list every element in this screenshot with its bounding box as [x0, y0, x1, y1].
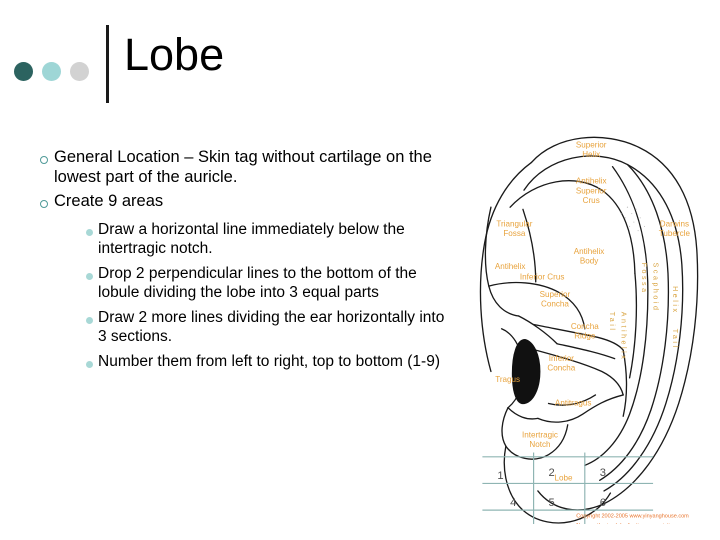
- label-antihelix-superior-crus: Superior: [576, 186, 607, 195]
- sub-bullet-text: Draw a horizontal line immediately below…: [98, 221, 405, 257]
- label-scaphoid-vertical: Scaphoid: [652, 263, 659, 313]
- label-intertragic-notch: Notch: [529, 440, 550, 449]
- sub-bullet-text: Draw 2 more lines dividing the ear horiz…: [98, 309, 445, 345]
- label-helix-vertical: Helix: [671, 286, 678, 314]
- copyright-line-2: No unauthorized duplication or reprintin…: [576, 523, 676, 524]
- grid-cell-number: 5: [549, 497, 555, 509]
- label-fossa-vertical: Fossa: [640, 263, 647, 295]
- label-concha-ridge: Concha: [571, 322, 599, 331]
- grid-cell-number: 3: [600, 467, 606, 479]
- sub-bullet-item: Drop 2 perpendicular lines to the bottom…: [80, 265, 454, 302]
- copyright-line-1: Copyright 2002-2005 www.yinyanghouse.com: [576, 514, 689, 520]
- label-lobe: Lobe: [554, 473, 573, 482]
- lobe-grid-lines: [482, 452, 654, 524]
- label-antitragus: Antitragus: [555, 399, 591, 408]
- label-antihelix-body: Antihelix: [574, 247, 605, 256]
- sub-bullet-item: Draw a horizontal line immediately below…: [80, 221, 454, 258]
- label-tail-helix-vertical: Tail: [671, 329, 678, 350]
- bullet-dot-icon: [80, 265, 98, 287]
- label-concha-ridge: Ridge: [574, 331, 596, 340]
- label-tragus: Tragus: [495, 375, 520, 384]
- label-antihelix: Antihelix: [495, 262, 526, 271]
- helix-stipple-texture: [620, 206, 646, 232]
- bullet-item: General Location – Skin tag without cart…: [34, 148, 454, 187]
- decorative-dots: [14, 62, 89, 81]
- grid-cell-number: 6: [600, 497, 606, 509]
- label-antihelix-superior-crus: Antihelix: [576, 177, 607, 186]
- label-inferior-concha: Inferior: [549, 354, 574, 363]
- bullet-dot-icon: [80, 353, 98, 375]
- bullet-dot-icon: [80, 309, 98, 331]
- label-superior-helix: Superior: [576, 140, 607, 149]
- label-darwins-tubercle: Tubercle: [659, 229, 691, 238]
- label-inferior-crus: Inferior Crus: [520, 273, 565, 282]
- ear-outline-paths: [479, 136, 699, 524]
- ear-vertical-labels: Tail Antihelix Fossa Scaphoid Helix Tail: [608, 263, 678, 362]
- label-tail-vertical: Tail: [608, 312, 615, 333]
- label-antihelix-body: Body: [580, 257, 599, 266]
- label-triangular-fossa: Triangular: [496, 219, 532, 228]
- label-inferior-concha: Concha: [547, 363, 575, 372]
- sub-bullet-item: Number them from left to right, top to b…: [80, 353, 454, 375]
- grid-cell-number: 1: [497, 470, 503, 482]
- content-body: General Location – Skin tag without cart…: [34, 148, 454, 382]
- label-superior-concha: Superior: [540, 290, 571, 299]
- lobe-grid-numbers: 1 2 3 4 5 6 7 8 9: [497, 467, 606, 524]
- label-superior-concha: Concha: [541, 299, 569, 308]
- ear-anatomy-labels: Superior Helix Antihelix Superior Crus T…: [495, 140, 691, 482]
- page-title: Lobe: [124, 29, 225, 80]
- bullet-dot-icon: [80, 221, 98, 243]
- dot-light-teal-icon: [42, 62, 61, 81]
- sub-bullet-text: Number them from left to right, top to b…: [98, 353, 440, 370]
- label-antihelix-superior-crus: Crus: [583, 196, 600, 205]
- bullet-text: Create 9 areas: [54, 192, 164, 210]
- bullet-item: Create 9 areas: [34, 192, 454, 216]
- dot-gray-icon: [70, 62, 89, 81]
- label-darwins-tubercle: Darwins: [660, 219, 689, 228]
- sub-bullet-text: Drop 2 perpendicular lines to the bottom…: [98, 265, 417, 301]
- title-divider-rule: [106, 25, 109, 103]
- grid-cell-number: 2: [549, 467, 555, 479]
- copyright-notice: Copyright 2002-2005 www.yinyanghouse.com…: [576, 514, 689, 524]
- bullet-text: General Location – Skin tag without cart…: [54, 148, 432, 186]
- bullet-ring-icon: [34, 148, 54, 172]
- ear-anatomy-diagram: Superior Helix Antihelix Superior Crus T…: [462, 124, 714, 524]
- bullet-ring-icon: [34, 192, 54, 216]
- label-triangular-fossa: Fossa: [503, 229, 526, 238]
- sub-bullet-item: Draw 2 more lines dividing the ear horiz…: [80, 309, 454, 346]
- label-intertragic-notch: Intertragic: [522, 431, 558, 440]
- label-superior-helix: Helix: [582, 150, 600, 159]
- grid-cell-number: 4: [510, 497, 516, 509]
- label-antihelix-vertical: Antihelix: [620, 312, 627, 362]
- ear-canal-shape: [511, 339, 541, 405]
- dot-dark-teal-icon: [14, 62, 33, 81]
- slide-header: Lobe: [0, 0, 720, 110]
